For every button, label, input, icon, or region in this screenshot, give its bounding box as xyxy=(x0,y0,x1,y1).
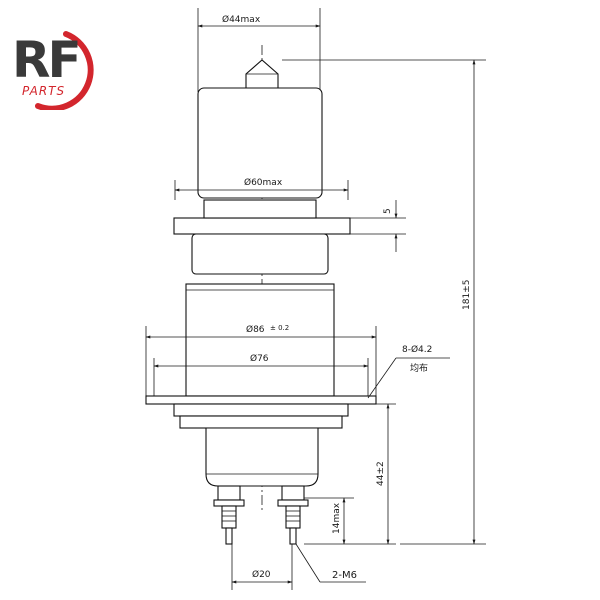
main-body xyxy=(185,283,335,397)
dim-overall-height: 181±5 xyxy=(282,59,486,545)
label-body-dia-tol: ± 0.2 xyxy=(270,324,289,332)
dim-top-dia: Ø44max xyxy=(197,8,321,92)
flange-neck xyxy=(203,199,317,219)
logo-ring-icon xyxy=(35,31,94,110)
logo-sub: PARTS xyxy=(22,84,66,98)
label-cap-dia: Ø60max xyxy=(244,177,283,188)
dim-thread: 2-M6 xyxy=(295,543,366,583)
upper-cap xyxy=(197,87,323,199)
label-flange-thickness: 5 xyxy=(383,208,393,214)
label-holes-note: 均布 xyxy=(410,362,428,374)
label-lower-height: 44±2 xyxy=(376,461,386,486)
tube-tip xyxy=(245,59,279,89)
dim-holes: 8-Ø4.2 均布 xyxy=(367,344,450,399)
terminal-right xyxy=(277,485,309,545)
label-thread: 2-M6 xyxy=(332,570,357,581)
upper-flange xyxy=(173,217,351,235)
dim-flange-thickness: 5 xyxy=(350,200,406,252)
dim-terminal-spacing: Ø20 xyxy=(231,544,293,590)
dim-lower-height: 44±2 xyxy=(354,403,396,545)
neck xyxy=(191,233,329,275)
terminal-left xyxy=(213,485,245,545)
lower-ring xyxy=(173,403,349,417)
dim-body-dia: Ø86 ± 0.2 xyxy=(145,324,377,400)
label-body-dia: Ø86 xyxy=(246,324,265,335)
lower-ring-2 xyxy=(179,415,343,429)
rf-parts-logo: RF PARTS xyxy=(8,28,114,110)
logo-letters: RF xyxy=(12,31,82,89)
label-inner-dia: Ø76 xyxy=(250,353,269,364)
label-top-dia: Ø44max xyxy=(222,14,261,25)
dim-cap-dia: Ø60max xyxy=(174,177,349,200)
label-terminal-spacing: Ø20 xyxy=(252,569,271,580)
mounting-flange xyxy=(145,395,377,405)
lower-base xyxy=(205,427,319,487)
label-overall-height: 181±5 xyxy=(462,280,472,310)
label-holes: 8-Ø4.2 xyxy=(402,344,432,355)
dim-inner-dia: Ø76 xyxy=(153,353,369,400)
dim-terminal-height: 14max xyxy=(304,497,354,545)
label-terminal-height: 14max xyxy=(332,502,342,534)
